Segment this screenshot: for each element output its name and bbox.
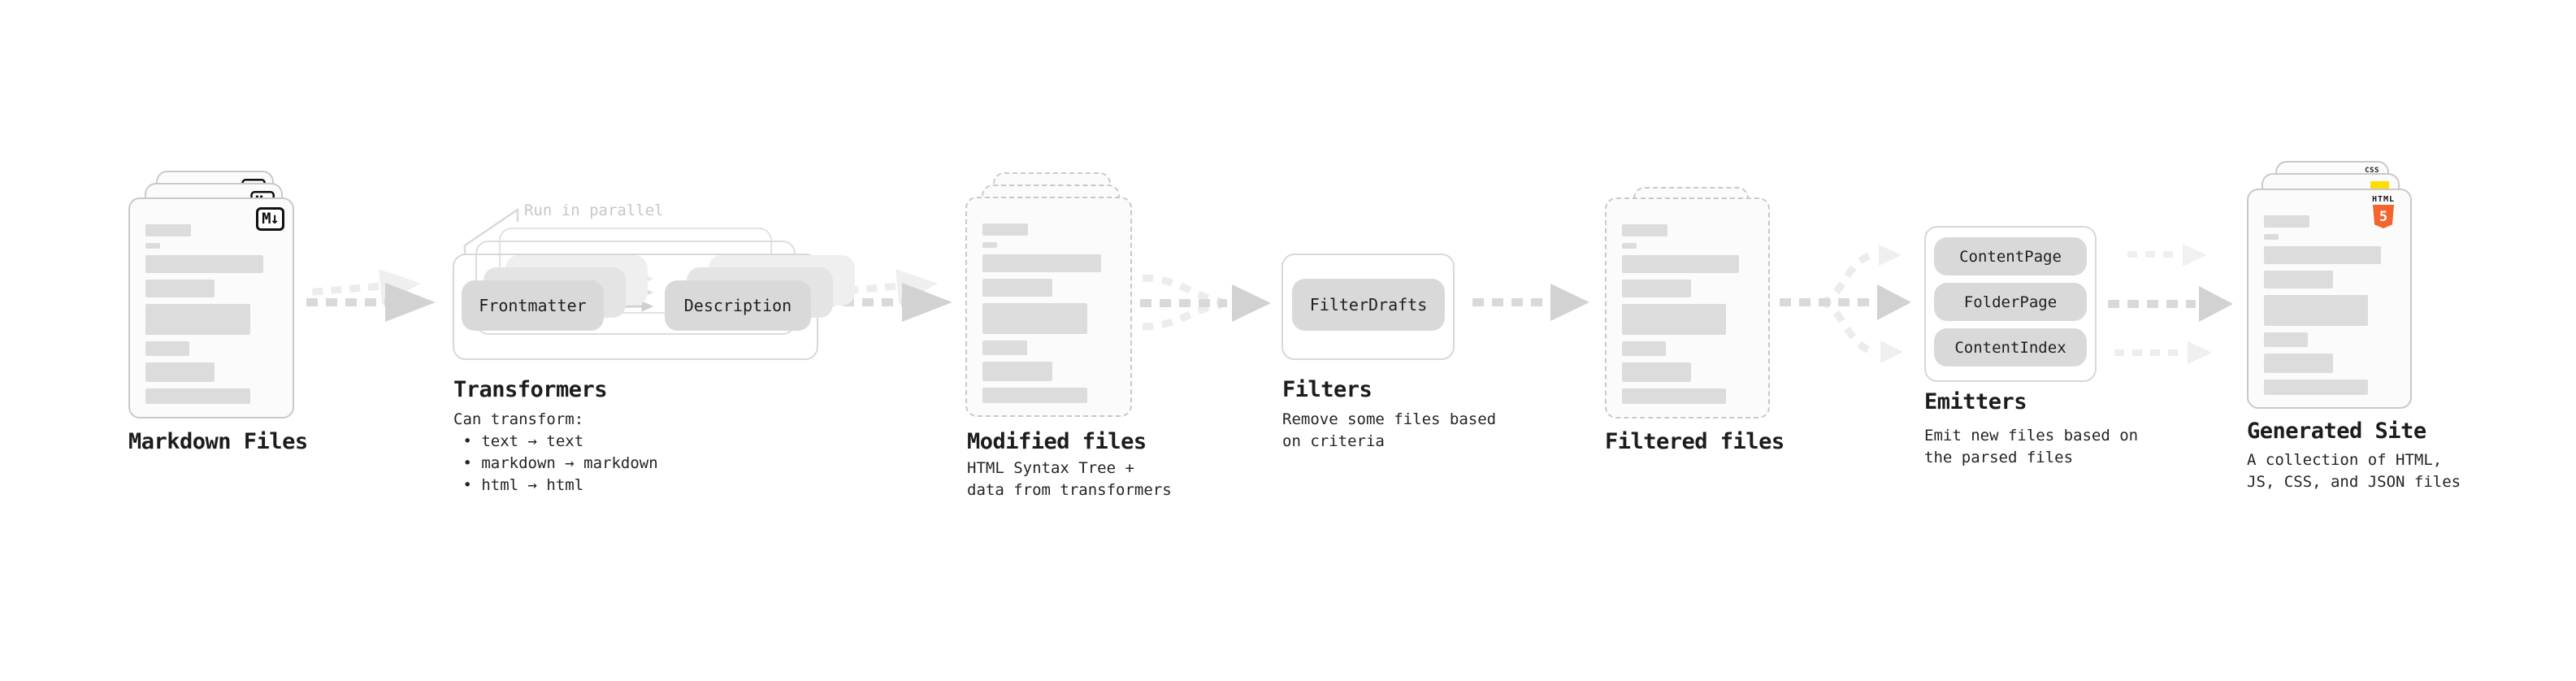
skeleton-text-line: [2264, 380, 2368, 395]
skeleton-text-line: [1622, 362, 1691, 382]
markdown-files-title: Markdown Files: [128, 429, 308, 454]
generated-site-section: CSS HTML 5: [2247, 161, 2442, 453]
emitters-section: ContentPage FolderPage ContentIndex: [1924, 226, 2097, 382]
contentpage-pill: ContentPage: [1934, 237, 2087, 275]
skeleton-text-line: [2264, 246, 2381, 264]
skeleton-text-line: [145, 280, 215, 297]
skeleton-text-line: [982, 303, 1088, 334]
skeleton-text-line: [1622, 280, 1691, 297]
run-in-parallel-annotation: Run in parallel: [524, 202, 664, 219]
transformers-description: Can transform: • text → text • markdown …: [453, 410, 658, 494]
skeleton-text-line: [145, 304, 250, 335]
emitters-description: Emit new files based on the parsed files: [1924, 427, 2139, 466]
filtered-files-section: [1605, 187, 1800, 463]
skeleton-text-line: [145, 224, 192, 236]
filters-box: [1281, 254, 1455, 360]
skeleton-text-line: [2264, 295, 2368, 326]
skeleton-text-line: [982, 340, 1027, 355]
skeleton-text-line: [145, 388, 250, 404]
contentindex-pill: ContentIndex: [1934, 328, 2087, 367]
frontmatter-pill: Frontmatter: [462, 280, 604, 331]
skeleton-text-line: [145, 341, 190, 356]
modified-doc-front: [965, 197, 1132, 417]
arrow-modified-to-filters-merge: [1140, 274, 1271, 331]
skeleton-text-line: [2264, 215, 2309, 228]
skeleton-text-line: [982, 362, 1052, 381]
skeleton-text-line: [2264, 332, 2308, 347]
skeleton-text-line: [982, 254, 1101, 272]
skeleton-text-line: [982, 242, 998, 248]
skeleton-text-line: [145, 243, 161, 249]
emitters-box: [1924, 226, 2097, 382]
modified-files-description: HTML Syntax Tree + data from transformer…: [967, 459, 1172, 499]
markdown-icon: M↓: [256, 207, 284, 231]
skeleton-text-line: [1622, 341, 1666, 356]
skeleton-text-line: [145, 255, 263, 273]
html5-icon: HTML 5: [2367, 195, 2400, 228]
description-pill: Description: [665, 280, 811, 331]
arrow-filtered-to-emitters-fanout: [1780, 245, 1911, 363]
transformers-title: Transformers: [453, 377, 608, 402]
document-skeleton-text: [1607, 199, 1768, 404]
skeleton-text-line: [1622, 304, 1726, 335]
markdown-files-section: M↓ M↓ M↓: [128, 171, 323, 463]
folderpage-pill: FolderPage: [1934, 283, 2087, 321]
filtered-files-title: Filtered files: [1605, 429, 1785, 454]
arrow-transformers-to-modified: [823, 269, 952, 322]
filters-title: Filters: [1282, 377, 1373, 402]
skeleton-text-line: [1622, 224, 1667, 236]
skeleton-text-line: [982, 279, 1052, 297]
modified-files-title: Modified files: [967, 429, 1147, 454]
modified-files-section: [965, 172, 1160, 465]
document-skeleton-text: [130, 199, 293, 404]
skeleton-text-line: [1622, 388, 1726, 404]
generated-site-title: Generated Site: [2247, 419, 2426, 444]
skeleton-text-line: [2264, 234, 2279, 240]
skeleton-text-line: [2264, 271, 2333, 288]
html-doc-front: HTML 5: [2247, 189, 2412, 409]
transformers-section: Frontmatter Description: [453, 228, 855, 362]
skeleton-text-line: [982, 223, 1029, 236]
generated-site-description: A collection of HTML, JS, CSS, and JSON …: [2247, 451, 2461, 491]
filters-description: Remove some files based on criteria: [1282, 410, 1497, 450]
document-skeleton-text: [967, 198, 1130, 403]
arrows-emitters-to-generated: [2108, 244, 2233, 364]
skeleton-text-line: [1622, 243, 1637, 249]
markdown-doc-front: M↓: [128, 197, 294, 419]
js-icon: [2370, 181, 2389, 190]
run-in-parallel-leader-line: [463, 207, 519, 254]
document-skeleton-text: [2249, 190, 2410, 395]
skeleton-text-line: [1622, 255, 1739, 273]
filterdrafts-pill: FilterDrafts: [1292, 279, 1445, 331]
skeleton-text-line: [2264, 354, 2333, 373]
arrow-markdown-to-transformers: [306, 269, 436, 322]
arrow-filters-to-filtered: [1472, 284, 1589, 321]
skeleton-text-line: [982, 388, 1088, 403]
skeleton-text-line: [145, 362, 215, 382]
emitters-title: Emitters: [1924, 389, 2027, 414]
filters-section: FilterDrafts: [1281, 254, 1455, 360]
filtered-doc-front: [1605, 197, 1770, 419]
